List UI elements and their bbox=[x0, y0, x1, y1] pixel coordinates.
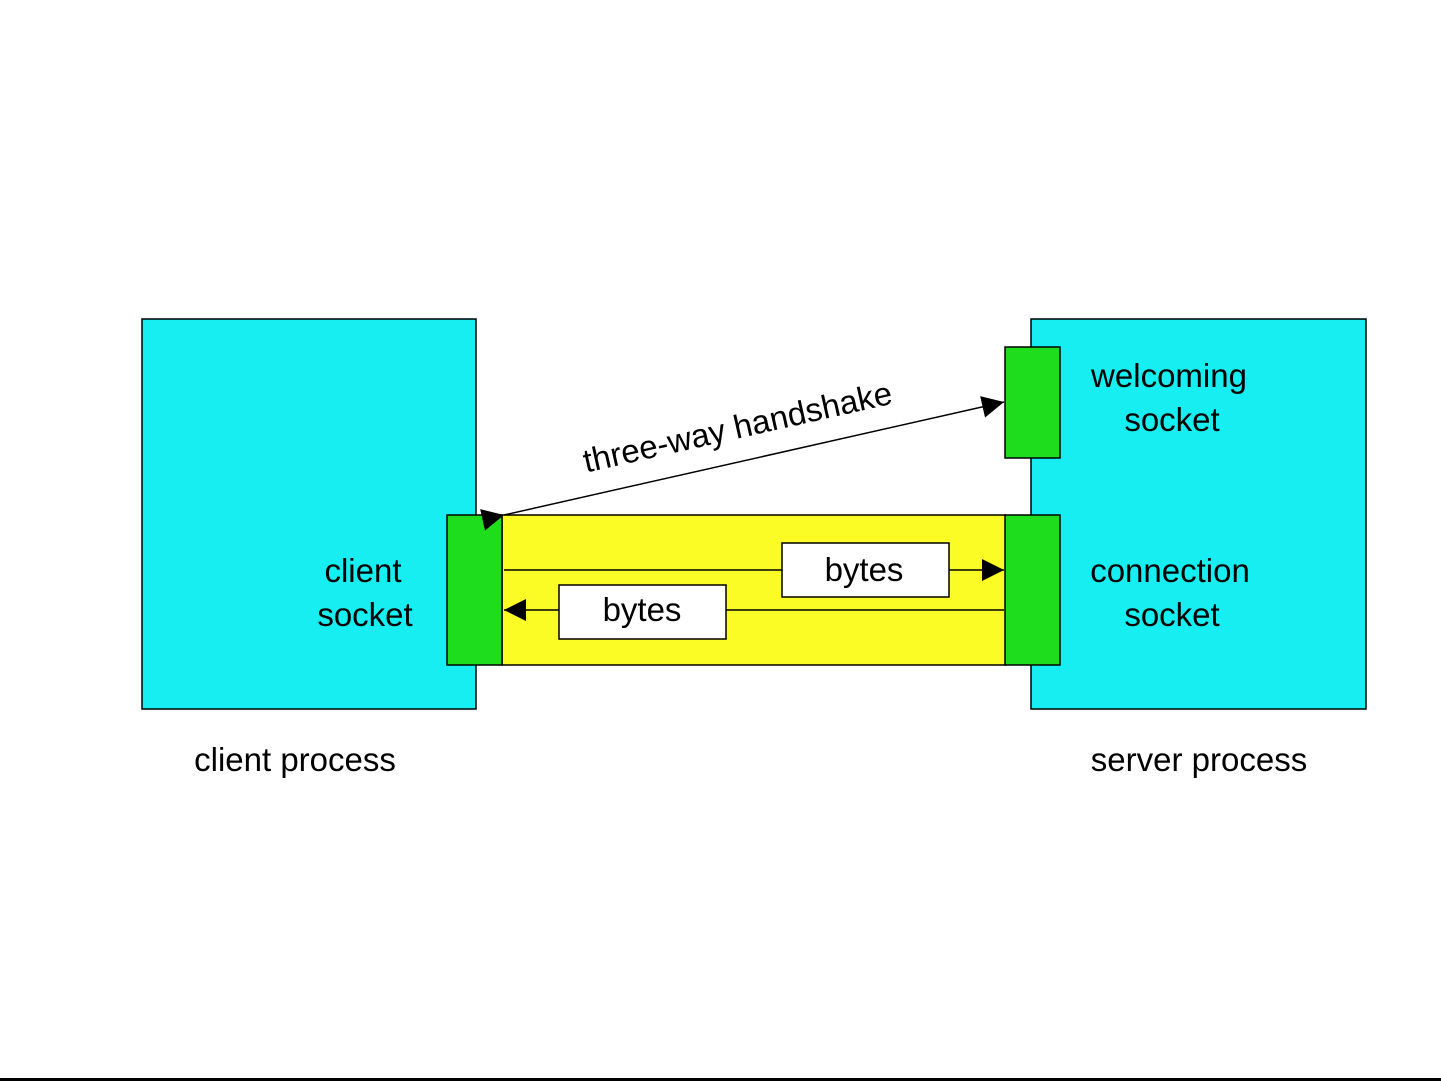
connection-socket-label-line2: socket bbox=[1124, 596, 1219, 633]
bytes-to-server-label: bytes bbox=[825, 551, 904, 588]
client-socket-label-line1: client bbox=[324, 552, 401, 589]
welcoming-socket-label-line2: socket bbox=[1124, 401, 1219, 438]
connection-socket-label-line1: connection bbox=[1090, 552, 1250, 589]
connection-socket bbox=[1005, 515, 1060, 665]
client-process-box bbox=[142, 319, 476, 709]
client-process-label: client process bbox=[194, 741, 396, 778]
welcoming-socket bbox=[1005, 347, 1060, 458]
handshake-label: three-way handshake bbox=[579, 374, 895, 479]
client-socket-label-line2: socket bbox=[317, 596, 412, 633]
client-socket bbox=[447, 515, 502, 665]
server-process-label: server process bbox=[1091, 741, 1307, 778]
welcoming-socket-label-line1: welcoming bbox=[1090, 357, 1247, 394]
bytes-to-client-label: bytes bbox=[603, 591, 682, 628]
